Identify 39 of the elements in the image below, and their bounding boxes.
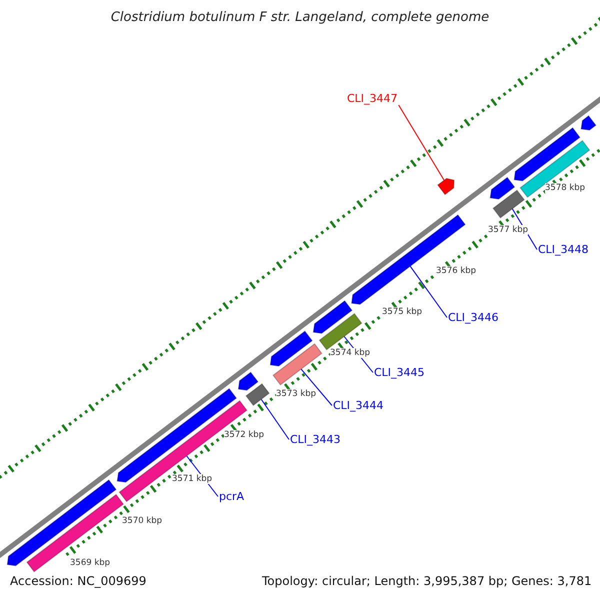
gene-label: pcrA bbox=[219, 490, 244, 503]
gene-block bbox=[437, 178, 455, 196]
gene-label: CLI_3444 bbox=[333, 399, 384, 412]
leader-line bbox=[260, 398, 290, 440]
gene-block bbox=[490, 176, 516, 200]
diagram-title: Clostridium botulinum F str. Langeland, complete genome bbox=[110, 10, 490, 25]
gene-label: CLI_3447 bbox=[347, 92, 398, 105]
accession-text: Accession: NC_009699 bbox=[10, 574, 146, 588]
gene-bar bbox=[26, 494, 124, 572]
scale-label: 3573 kbp bbox=[276, 389, 316, 399]
gene-bar bbox=[520, 140, 590, 198]
scale-label: 3576 kbp bbox=[436, 266, 476, 276]
leader-line bbox=[398, 104, 445, 181]
gene-label: CLI_3443 bbox=[290, 433, 341, 446]
scale-label: 3572 kbp bbox=[224, 430, 264, 440]
gene-block bbox=[514, 127, 581, 182]
gene-block bbox=[270, 330, 313, 367]
gene-label: CLI_3448 bbox=[538, 243, 589, 256]
gene-label: CLI_3445 bbox=[374, 366, 425, 379]
leader-line bbox=[410, 266, 448, 318]
gene-bar bbox=[318, 312, 362, 350]
scale-label: 3570 kbp bbox=[122, 516, 162, 526]
genome-summary-text: Topology: circular; Length: 3,995,387 bp; Genes: 3,781 bbox=[262, 574, 592, 588]
scale-label: 3569 kbp bbox=[70, 558, 110, 568]
gene-label: CLI_3446 bbox=[448, 311, 499, 324]
scale-label: 3571 kbp bbox=[172, 474, 212, 484]
gene-bar bbox=[272, 343, 322, 386]
gene-bar bbox=[245, 383, 270, 406]
gene-bar bbox=[118, 400, 248, 502]
leader-line bbox=[300, 368, 332, 406]
gene-bar bbox=[492, 190, 525, 219]
gene-block bbox=[580, 115, 597, 131]
gene-block bbox=[312, 300, 353, 334]
gene-block bbox=[6, 479, 117, 566]
scale-label: 3577 kbp bbox=[488, 225, 528, 235]
scale-label: 3578 kbp bbox=[545, 183, 586, 193]
scale-label: 3575 kbp bbox=[382, 307, 422, 317]
scale-label: 3574 kbp bbox=[330, 348, 370, 358]
gene-block bbox=[238, 372, 259, 391]
